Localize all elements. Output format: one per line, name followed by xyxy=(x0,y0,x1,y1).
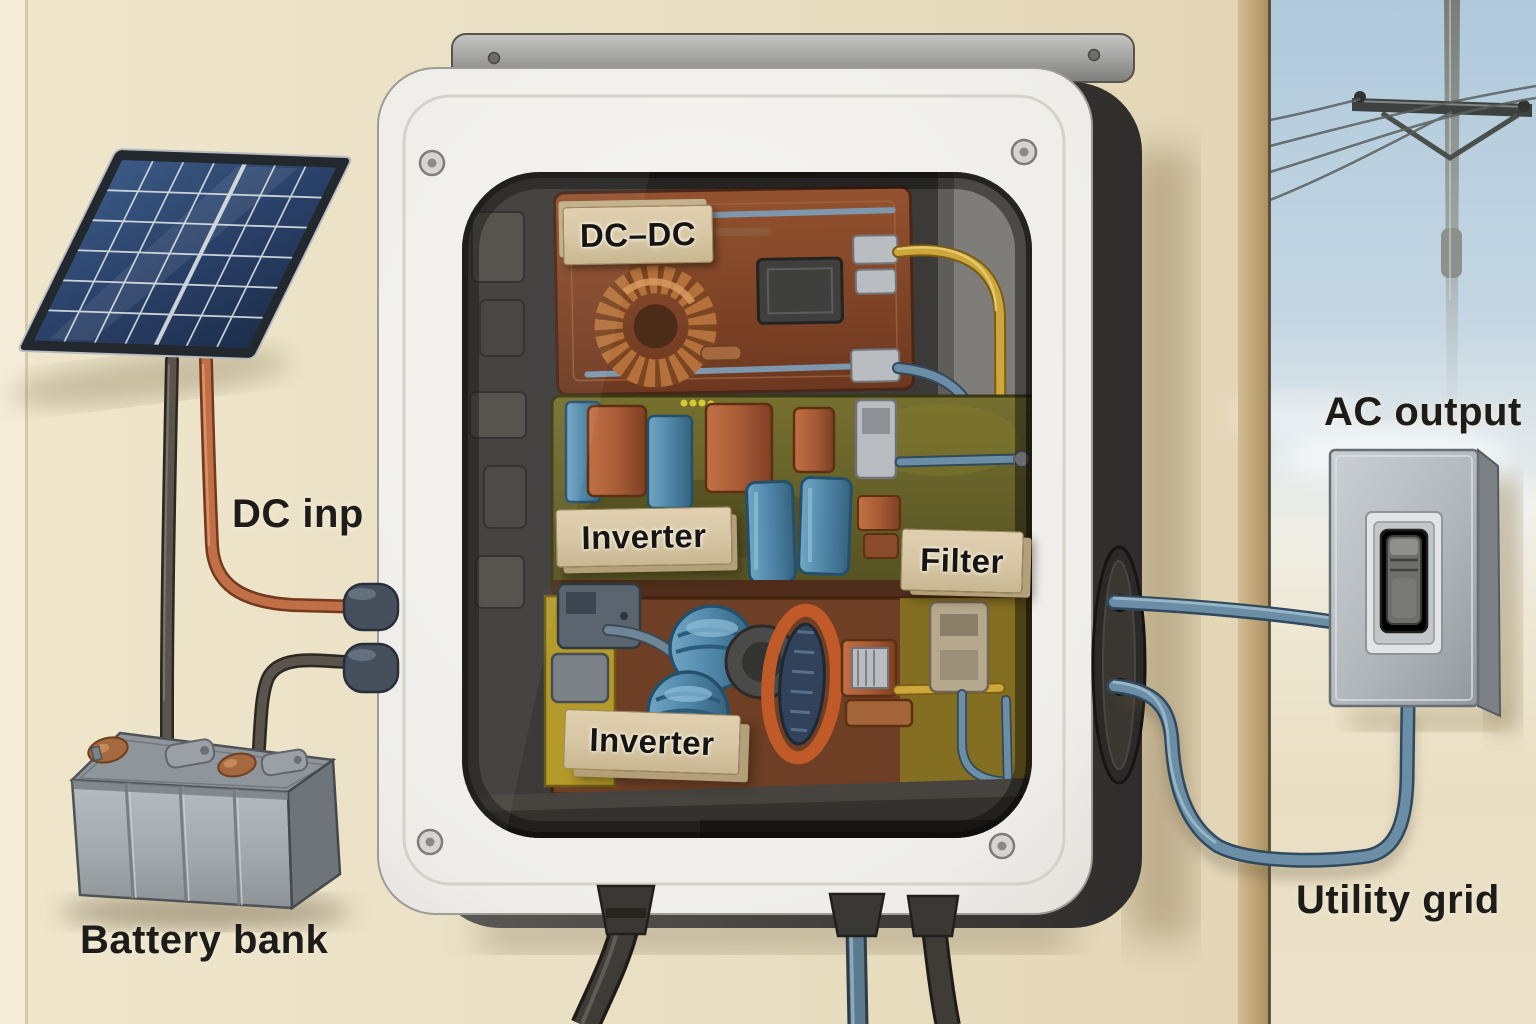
label-dc-input: DC inp xyxy=(232,492,364,536)
battery-terminal-copper-2 xyxy=(217,752,257,778)
rocker-switch xyxy=(1386,535,1422,625)
cable-gland-right xyxy=(1091,545,1147,785)
plaque-inverter-bottom: Inverter xyxy=(563,708,741,776)
wire-ac-top xyxy=(1106,594,1348,631)
plaque-filter: Filter xyxy=(900,528,1024,594)
wire-solar-negative xyxy=(160,353,179,757)
wire-ac-loop xyxy=(1106,678,1416,868)
plaque-inverter-top-text: Inverter xyxy=(581,516,707,557)
plaque-dc-dc: DC–DC xyxy=(562,204,714,266)
switch-box-side xyxy=(1477,447,1502,718)
wire-battery xyxy=(252,653,373,755)
corner-trim-line xyxy=(1268,0,1271,1024)
interior-bottom-tray xyxy=(462,778,1032,838)
cable-gland-left-bottom xyxy=(342,642,400,694)
cable-gland-bottom-2 xyxy=(828,892,886,938)
label-ac-output: AC output xyxy=(1324,390,1522,434)
label-utility-grid: Utility grid xyxy=(1296,878,1500,922)
panel-grid xyxy=(48,161,322,347)
ac-switch-box xyxy=(1328,447,1502,718)
toroid-inductor xyxy=(594,265,717,388)
left-wall-highlight xyxy=(0,0,26,1024)
battery-bank xyxy=(69,731,342,911)
battery-side xyxy=(286,757,342,911)
interior-left-components xyxy=(469,211,527,609)
capacitors-blue xyxy=(745,475,853,584)
battery-front-grooves xyxy=(124,782,241,906)
plaque-inverter-bottom-text: Inverter xyxy=(588,720,716,763)
inspection-window xyxy=(462,172,1032,838)
gray-connector xyxy=(550,652,610,704)
cable-gland-left-top xyxy=(342,582,400,632)
left-wall-edge xyxy=(25,0,28,1024)
inverter-board-bottom xyxy=(543,580,1032,796)
wire-blue-internal-mid xyxy=(894,453,1024,468)
cable-gland-bottom-3 xyxy=(906,894,960,938)
inverter-enclosure xyxy=(377,33,1142,928)
bottom-cables xyxy=(571,884,961,1024)
ring-core xyxy=(761,603,843,765)
battery-terminal-clamp-1 xyxy=(164,738,216,769)
battery-terminal-clamp-2 xyxy=(260,748,309,777)
battery-front-groove-highlights xyxy=(128,782,243,906)
plaque-dc-dc-text: DC–DC xyxy=(579,214,697,255)
tan-connector xyxy=(928,600,990,694)
copper-terminal xyxy=(857,495,901,559)
ic-chip xyxy=(756,256,844,325)
heatsink-copper xyxy=(840,638,914,728)
battery-terminal-copper-1 xyxy=(87,736,129,764)
board-connectors xyxy=(850,234,901,383)
solar-panel xyxy=(18,148,352,360)
glass-reflection xyxy=(462,172,650,838)
pole-brace xyxy=(1380,110,1520,161)
transformers xyxy=(564,400,836,510)
front-inner-contour xyxy=(402,94,1066,886)
plaque-filter-text: Filter xyxy=(919,540,1005,581)
label-battery-bank: Battery bank xyxy=(80,918,329,962)
power-lines xyxy=(1269,84,1536,202)
wire-solar-positive xyxy=(199,353,373,614)
panel-sheen xyxy=(48,166,299,341)
plaque-inverter-top: Inverter xyxy=(555,506,733,568)
corner-screws xyxy=(416,138,1038,860)
